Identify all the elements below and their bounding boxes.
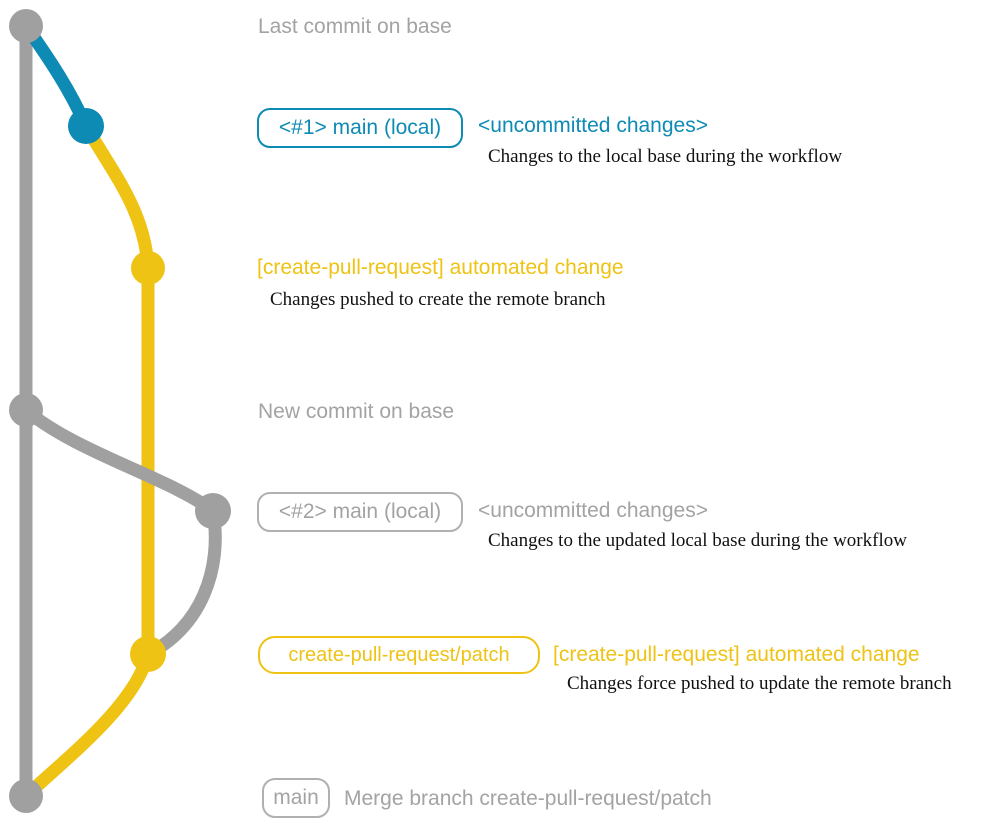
branch-badge-main-local-2: <#2> main (local) [257,492,463,532]
local-main-2-curve-in [144,509,222,660]
new-commit-label: New commit on base [258,400,455,423]
commit-node-last-base [9,9,43,43]
commit-node-automated-change-2 [130,636,166,672]
uncommitted-changes-heading-1: <uncommitted changes> [478,114,708,137]
branch-badge-main-local-1: <#1> main (local) [257,108,463,148]
git-graph [9,9,231,813]
commit-node-new-base [9,393,43,427]
local-main-2-curve-out [21,405,217,517]
commit-node-uncommitted-1 [68,108,104,144]
automated-change-heading-2: [create-pull-request] automated change [553,643,920,666]
commit-node-automated-change-1 [131,251,165,285]
uncommitted-changes-heading-2: <uncommitted changes> [478,499,708,522]
automated-change-description-1: Changes pushed to create the remote bran… [270,289,606,310]
merge-commit-label: Merge branch create-pull-request/patch [344,787,712,810]
commit-node-uncommitted-2 [195,493,231,529]
uncommitted-changes-description-2: Changes to the updated local base during… [488,530,907,551]
commit-node-merge [9,779,43,813]
last-commit-label: Last commit on base [258,15,452,38]
automated-change-description-2: Changes force pushed to update the remot… [567,673,952,694]
uncommitted-changes-description-1: Changes to the local base during the wor… [488,146,843,167]
branch-badge-patch: create-pull-request/patch [258,636,540,674]
automated-change-heading-1: [create-pull-request] automated change [257,256,624,279]
branch-badge-main: main [262,778,330,818]
